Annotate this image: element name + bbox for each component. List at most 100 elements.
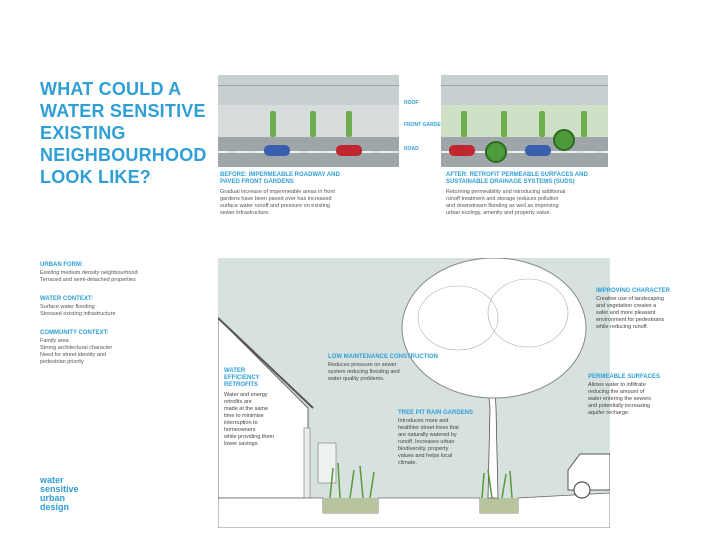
community-context-line: Need for street identity and	[40, 352, 200, 359]
after-heading: AFTER: RETROFIT PERMEABLE SURFACES AND S…	[446, 172, 588, 186]
after-description: Returning permeability and introducing a…	[446, 189, 626, 217]
water-context-text: Surface water flooding Stressed existing…	[40, 304, 200, 318]
car-icon	[264, 145, 290, 156]
before-heading-line: BEFORE: IMPERMEABLE ROADWAY AND	[220, 172, 340, 179]
tree-pit-planter	[480, 498, 518, 513]
urban-form-line: Existing medium density neighbourhood	[40, 270, 200, 277]
after-line: and downstream flooding as well as impro…	[446, 203, 626, 210]
low-maintenance-text: Reduces pressure on sewer system reducin…	[328, 362, 448, 383]
note-line: retrofits are	[224, 399, 304, 406]
community-context-text: Family area Strong architectural charact…	[40, 338, 200, 366]
note-line: biodiversity, property	[398, 446, 498, 453]
note-line: Reduces pressure on sewer	[328, 362, 448, 369]
before-illustration	[218, 75, 399, 167]
title-line: WATER SENSITIVE	[40, 100, 220, 122]
road-marking	[218, 151, 399, 153]
note-line: while reducing runoff.	[596, 324, 711, 331]
community-context-line: pedestrian priority	[40, 359, 200, 366]
plant-icon	[330, 463, 374, 498]
after-heading-line: AFTER: RETROFIT PERMEABLE SURFACES AND	[446, 172, 588, 179]
water-context-line: Stressed existing infrastructure	[40, 311, 200, 318]
note-line: water entering the sewers	[588, 396, 708, 403]
downpipe-icon	[304, 428, 310, 498]
roof-strip	[218, 75, 399, 105]
wheel-icon	[574, 482, 590, 498]
note-line: made at the same	[224, 406, 304, 413]
note-head-line: RETROFITS	[224, 382, 260, 389]
note-line: water quality problems.	[328, 376, 448, 383]
low-maintenance-heading: LOW MAINTENANCE CONSTRUCTION	[328, 354, 438, 361]
roof-strip	[441, 75, 608, 105]
note-line: healthier street trees that	[398, 425, 498, 432]
title-line: EXISTING	[40, 122, 220, 144]
note-line: system reducing flooding and	[328, 369, 448, 376]
after-line: urban ecology, amenity and property valu…	[446, 210, 626, 217]
title-line: NEIGHBOURHOOD	[40, 144, 220, 166]
before-heading-line: PAVED FRONT GARDENS	[220, 179, 340, 186]
roof-line	[441, 85, 608, 86]
before-description: Gradual increase of impermeable areas in…	[220, 189, 400, 217]
car-icon	[568, 454, 610, 490]
ground-section	[218, 493, 610, 528]
note-line: Allows water to infiltrate	[588, 382, 708, 389]
improving-character-text: Creative use of landscaping and vegetati…	[596, 296, 711, 331]
paved-front-gardens	[218, 105, 399, 137]
plant-icon	[346, 111, 352, 137]
note-line: Water and energy	[224, 392, 304, 399]
note-line: Introduces more and	[398, 418, 498, 425]
note-line: and potentially increasing	[588, 403, 708, 410]
before-line: gardens have been paved over has increas…	[220, 196, 400, 203]
note-line: Creative use of landscaping	[596, 296, 711, 303]
plant-icon	[539, 111, 545, 137]
note-line: time to minimise	[224, 413, 304, 420]
water-context-heading: WATER CONTEXT:	[40, 296, 93, 303]
water-butt-icon	[318, 443, 336, 483]
before-line: surface water runoff and pressure on exi…	[220, 203, 400, 210]
logo-line: design	[40, 503, 79, 512]
after-illustration	[441, 75, 608, 167]
tree-pit-text: Introduces more and healthier street tre…	[398, 418, 498, 467]
community-context-line: Strong architectural character	[40, 345, 200, 352]
before-line: Gradual increase of impermeable areas in…	[220, 189, 400, 196]
note-line: interruption to	[224, 420, 304, 427]
before-heading: BEFORE: IMPERMEABLE ROADWAY AND PAVED FR…	[220, 172, 340, 186]
tree-pit-heading: TREE PIT RAIN GARDENS	[398, 410, 473, 417]
note-head-line: EFFICIENCY	[224, 375, 260, 382]
water-context-line: Surface water flooding	[40, 304, 200, 311]
title-line: WHAT COULD A	[40, 78, 220, 100]
note-line: aquifer recharge.	[588, 410, 708, 417]
note-line: homeowners	[224, 427, 304, 434]
tree-icon	[553, 129, 575, 151]
wsud-logo: water sensitive urban design	[40, 476, 79, 512]
water-efficiency-heading: WATER EFFICIENCY RETROFITS	[224, 368, 260, 389]
car-icon	[336, 145, 362, 156]
legend-roof: ROOF	[404, 100, 418, 106]
note-line: lower savings.	[224, 441, 304, 448]
urban-form-line: Terraced and semi-detached properties	[40, 277, 200, 284]
urban-form-text: Existing medium density neighbourhood Te…	[40, 270, 200, 284]
note-line: and vegetation creates a	[596, 303, 711, 310]
plant-icon	[581, 111, 587, 137]
plant-icon	[501, 111, 507, 137]
community-context-line: Family area	[40, 338, 200, 345]
title-line: LOOK LIKE?	[40, 166, 220, 188]
note-line: values and helps local	[398, 453, 498, 460]
permeable-surfaces-text: Allows water to infiltrate reducing the …	[588, 382, 708, 417]
note-line: while providing them	[224, 434, 304, 441]
improving-character-heading: IMPROVING CHARACTER	[596, 288, 670, 295]
car-icon	[525, 145, 551, 156]
before-line: sewer infrastructure.	[220, 210, 400, 217]
note-line: are naturally watered by	[398, 432, 498, 439]
urban-form-heading: URBAN FORM:	[40, 262, 83, 269]
community-context-heading: COMMUNITY CONTEXT:	[40, 330, 109, 337]
note-line: runoff. Increases urban	[398, 439, 498, 446]
plant-icon	[270, 111, 276, 137]
water-efficiency-text: Water and energy retrofits are made at t…	[224, 392, 304, 448]
note-head-line: WATER	[224, 368, 260, 375]
after-heading-line: SUSTAINABLE DRAINAGE SYSTEMS (SUDS)	[446, 179, 588, 186]
plant-icon	[310, 111, 316, 137]
plant-icon	[461, 111, 467, 137]
tree-icon	[485, 141, 507, 163]
car-icon	[449, 145, 475, 156]
note-line: reducing the amount of	[588, 389, 708, 396]
